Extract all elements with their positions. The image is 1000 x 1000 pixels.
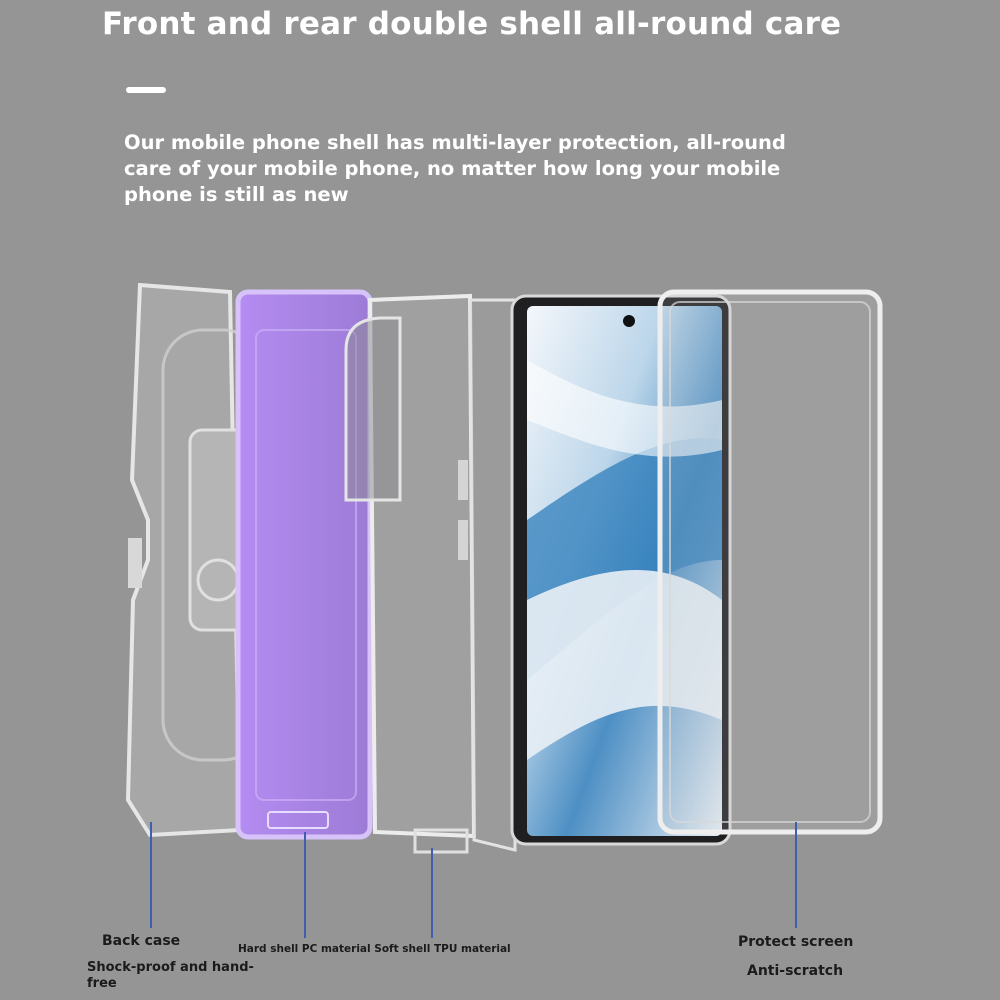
shock-proof-label: Shock-proof and hand-free [87,960,254,991]
screen-protector-frame [657,289,883,835]
leader-lines [150,822,797,938]
materials-label: Hard shell PC material Soft shell TPU ma… [238,943,511,955]
description-text: Our mobile phone shell has multi-layer p… [124,131,786,206]
title-underline [126,87,166,93]
protect-screen-label: Protect screen [738,934,854,950]
page-title: Front and rear double shell all-round ca… [102,6,842,42]
anti-scratch-label: Anti-scratch [747,963,844,979]
back-case-holster [125,282,265,838]
back-case-label: Back case [102,933,181,949]
phone-device [510,294,732,846]
clear-soft-shell [344,293,517,854]
